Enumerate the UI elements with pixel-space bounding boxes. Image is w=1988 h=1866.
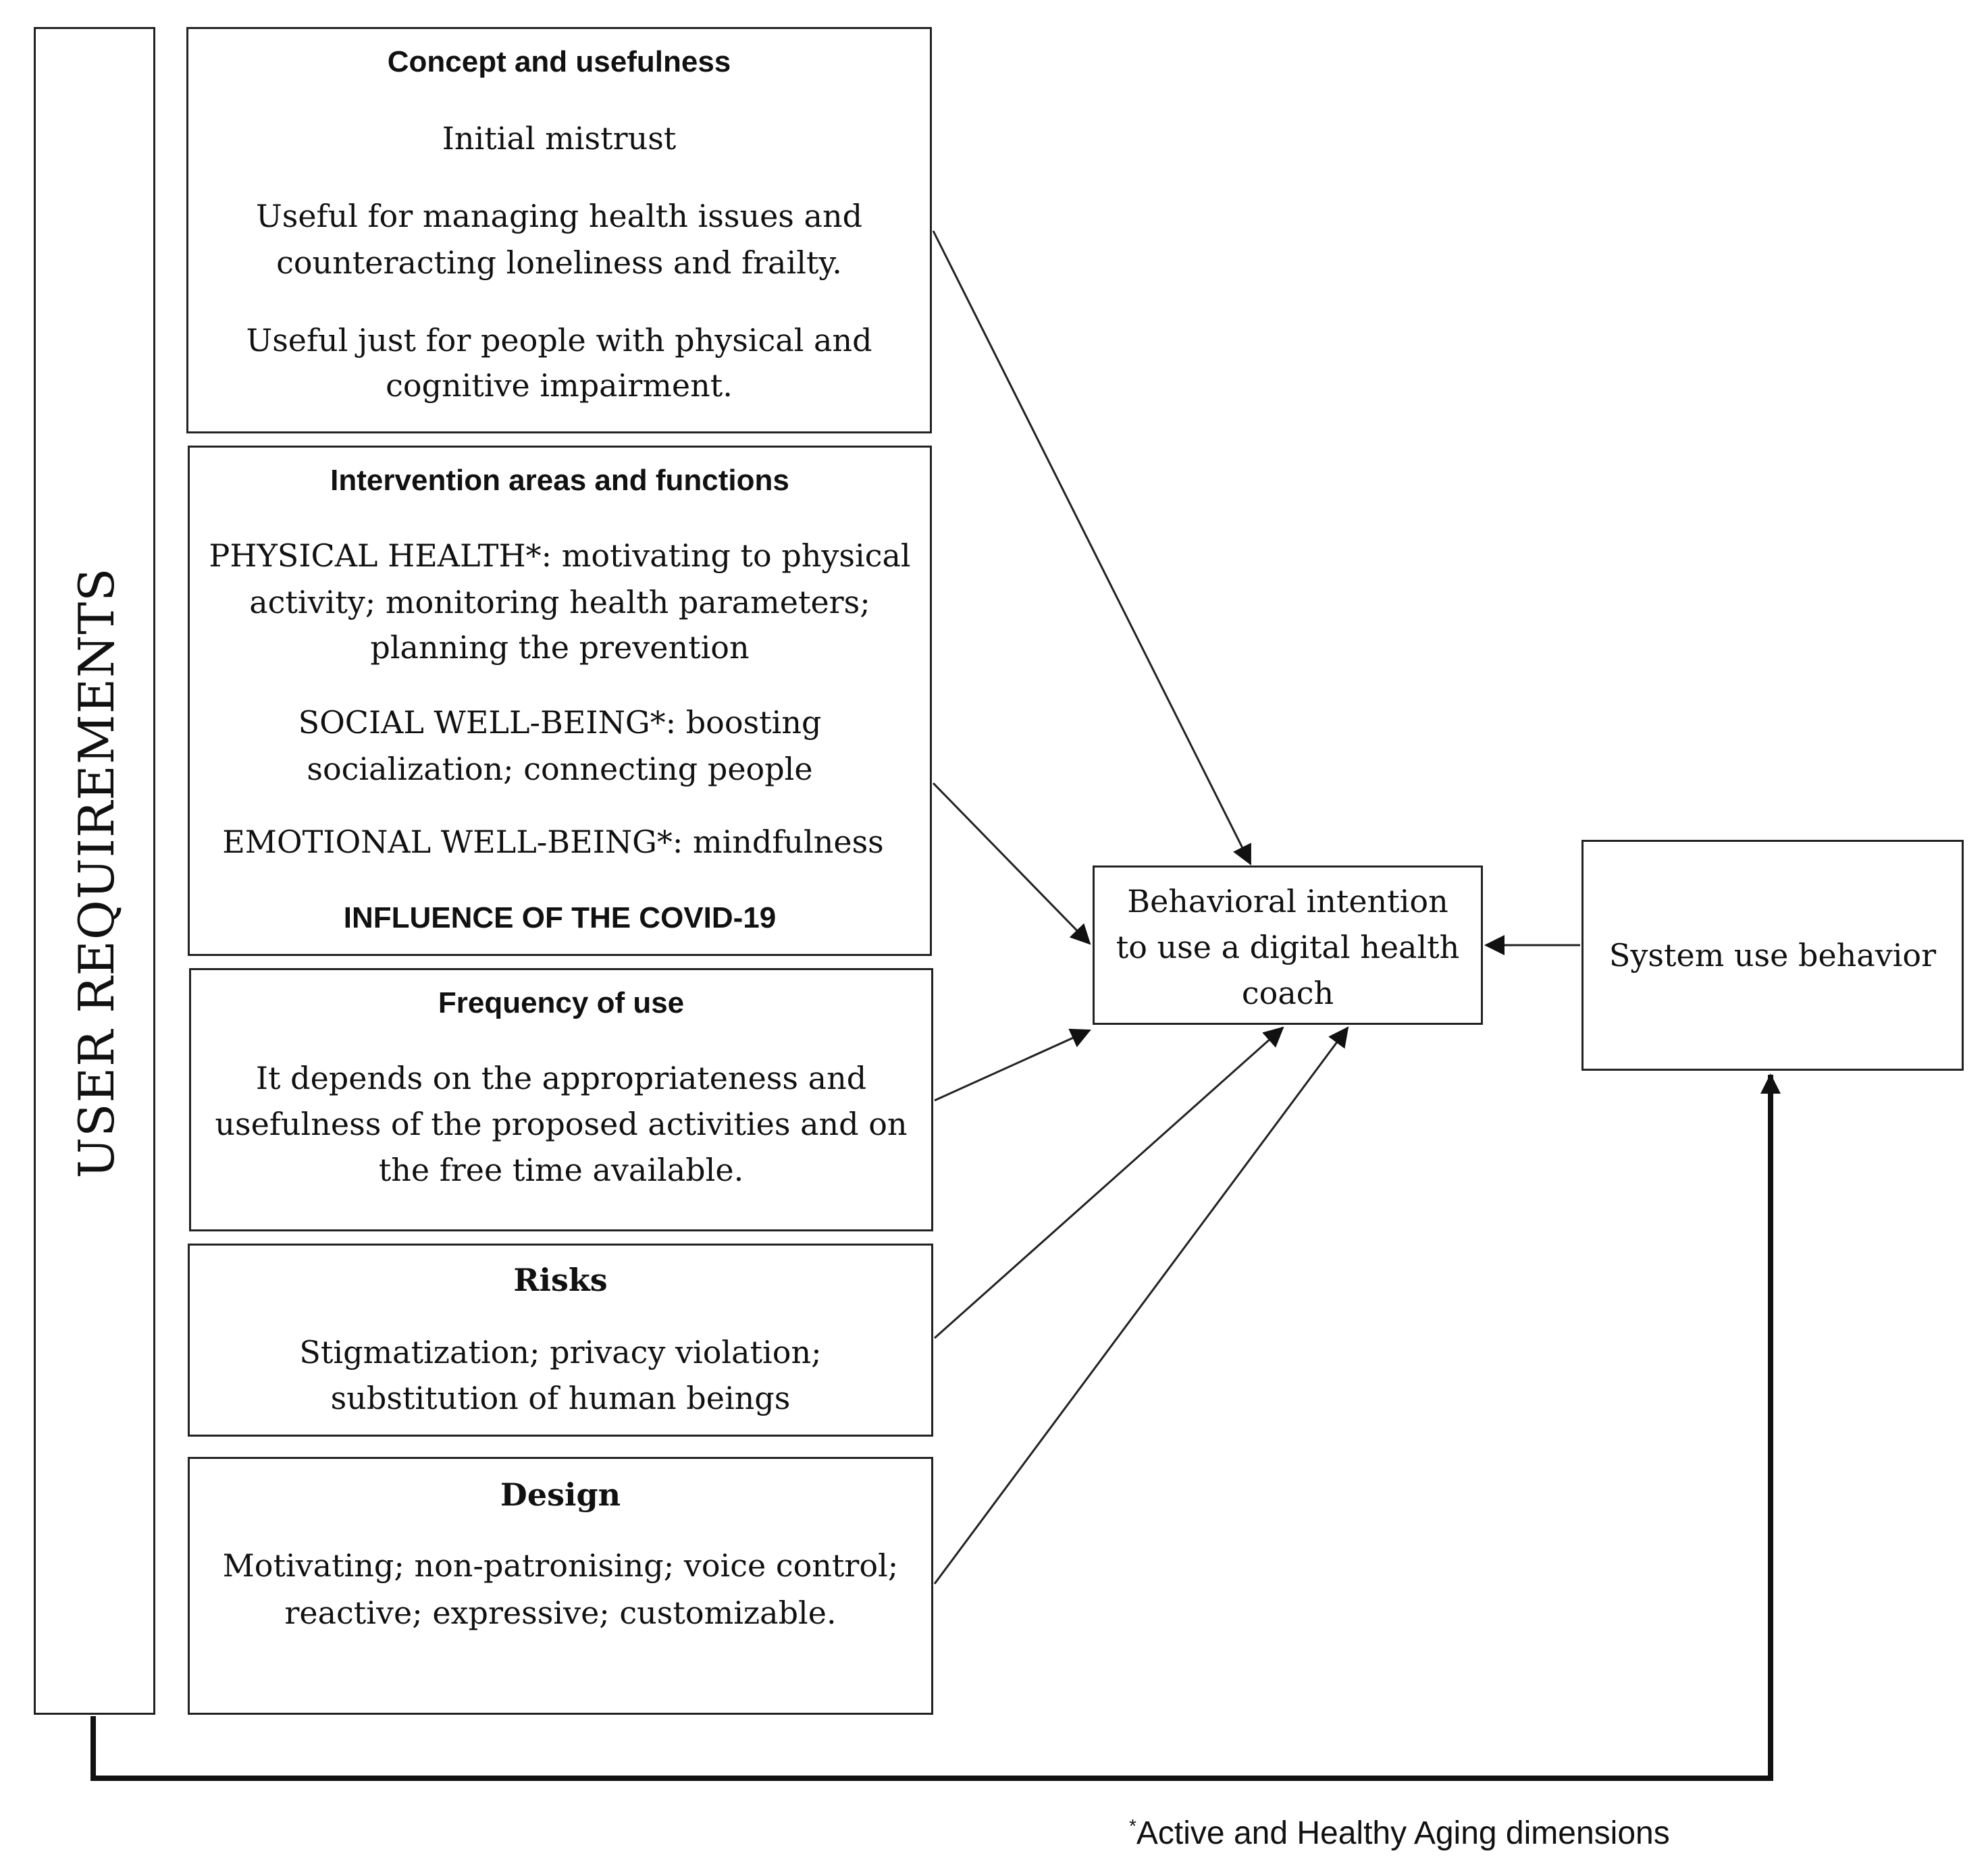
feedback-arrow [90, 1073, 1781, 1781]
intervention-line-6: EMOTIONAL WELL-BEING*: mindfulness [222, 824, 884, 860]
intervention-line-3: planning the prevention [370, 629, 750, 666]
intervention-line-1: PHYSICAL HEALTH*: motivating to physical [209, 537, 911, 574]
frequency-line-3: the free time available. [378, 1152, 744, 1188]
intervention-title: Intervention areas and functions [330, 464, 789, 497]
frequency-box: Frequency of use It depends on the appro… [189, 968, 933, 1231]
risks-line-2: substitution of human beings [330, 1380, 791, 1416]
concept-title: Concept and usefulness [387, 45, 731, 78]
concept-line-1: Initial mistrust [442, 120, 677, 157]
intervention-line-2: activity; monitoring health parameters; [249, 584, 870, 620]
risks-box: Risks Stigmatization; privacy violation;… [188, 1244, 933, 1437]
concept-box: Concept and usefulness Initial mistrust … [186, 27, 932, 433]
user-requirements-box: USER REQUIREMENTS [34, 27, 155, 1715]
intervention-line-5: socialization; connecting people [307, 751, 813, 787]
arrow-intervention-to-intention [932, 782, 1091, 945]
design-box: Design Motivating; non-patronising; voic… [188, 1457, 933, 1715]
design-line-2: reactive; expressive; customizable. [284, 1595, 837, 1631]
system-use-label: System use behavior [1608, 936, 1937, 974]
design-line-1: Motivating; non-patronising; voice contr… [222, 1547, 899, 1584]
covid-label: INFLUENCE OF THE COVID-19 [343, 901, 777, 934]
arrow-risks-to-intention [934, 1026, 1284, 1339]
behavioral-intention-box: Behavioral intention to use a digital he… [1093, 865, 1483, 1025]
design-title: Design [500, 1476, 621, 1513]
intervention-line-4: SOCIAL WELL-BEING*: boosting [298, 704, 822, 741]
arrow-design-to-intention [933, 1026, 1349, 1584]
risks-line-1: Stigmatization; privacy violation; [299, 1334, 822, 1370]
concept-line-2: Useful for managing health issues and [255, 198, 863, 234]
intervention-box: Intervention areas and functions PHYSICA… [188, 446, 932, 956]
arrow-frequency-to-intention [934, 1028, 1091, 1102]
footnote: *Active and Healthy Aging dimensions [1129, 1815, 1670, 1852]
arrow-concept-to-intention [932, 230, 1252, 865]
footnote-mark: * [1129, 1815, 1136, 1836]
frequency-line-1: It depends on the appropriateness and [255, 1060, 867, 1096]
concept-line-5: cognitive impairment. [386, 367, 733, 404]
concept-line-3: counteracting loneliness and frailty. [276, 244, 842, 281]
risks-title: Risks [513, 1262, 608, 1298]
intention-line-3: coach [1241, 975, 1334, 1011]
footnote-text: Active and Healthy Aging dimensions [1136, 1815, 1670, 1851]
concept-line-4: Useful just for people with physical and [246, 322, 872, 358]
intention-line-1: Behavioral intention [1127, 883, 1448, 919]
intention-line-2: to use a digital health [1116, 929, 1460, 965]
frequency-line-2: usefulness of the proposed activities an… [215, 1106, 908, 1142]
frequency-title: Frequency of use [438, 986, 685, 1019]
system-use-behavior-box: System use behavior [1581, 840, 1964, 1071]
